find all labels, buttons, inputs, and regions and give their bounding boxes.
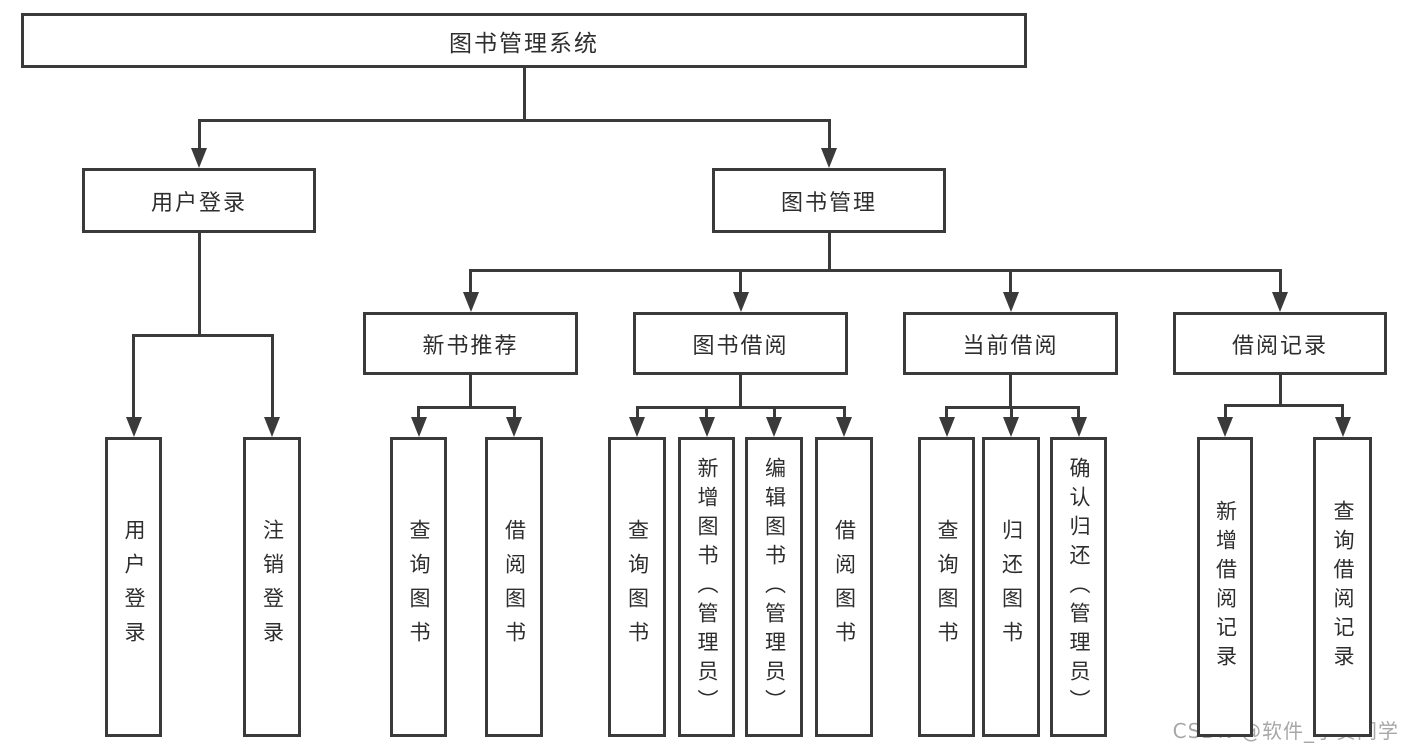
node-label: 借阅图书 [502, 519, 527, 655]
connector-drop [1278, 270, 1282, 298]
connector-branch [945, 405, 1080, 409]
connector-drop [270, 335, 274, 423]
arrowhead-icon [1003, 417, 1019, 437]
connector-branch [132, 333, 274, 337]
node-label: 新增借阅记录 [1213, 500, 1238, 674]
node-query-borrow-record: 查询借阅记录 [1313, 437, 1372, 737]
connector-drop [1341, 405, 1344, 423]
connector-stem [1278, 375, 1282, 407]
node-label: 确认归还（管理员） [1067, 456, 1091, 718]
node-user-login-group: 用户登录 [82, 168, 316, 233]
node-label: 查询图书 [625, 519, 650, 655]
node-label: 用户登录 [122, 519, 146, 655]
node-query-books-recommend: 查询图书 [390, 437, 447, 737]
arrowhead-icon [125, 417, 142, 437]
node-book-borrowing: 图书借阅 [633, 312, 848, 375]
node-label: 查询图书 [935, 519, 959, 655]
node-label: 注销登录 [260, 519, 285, 655]
node-add-book-admin: 新增图书（管理员） [678, 437, 735, 737]
arrowhead-icon [264, 417, 280, 437]
connector-drop [705, 407, 708, 423]
connector-branch [635, 405, 846, 409]
connector-drop [739, 270, 742, 298]
node-confirm-return-admin: 确认归还（管理员） [1050, 437, 1107, 737]
connector-drop [132, 335, 135, 423]
node-logout: 注销登录 [243, 437, 301, 737]
connector-drop [512, 407, 516, 423]
node-label: 查询图书 [407, 519, 431, 655]
node-label: 归还图书 [999, 519, 1024, 655]
connector-stem [469, 375, 472, 409]
arrowhead-icon [1070, 417, 1087, 437]
connector-stem [1009, 375, 1012, 409]
arrowhead-icon [1272, 292, 1288, 312]
connector-branch [469, 268, 1282, 272]
connector-drop [827, 120, 831, 154]
arrowhead-icon [1334, 417, 1351, 437]
connector-stem [739, 375, 742, 409]
node-query-books-current: 查询图书 [918, 437, 975, 737]
node-add-borrow-record: 新增借阅记录 [1197, 437, 1253, 737]
connector-branch [1223, 403, 1344, 407]
connector-drop [1009, 270, 1012, 298]
connector-drop [1009, 407, 1013, 423]
arrowhead-icon [1002, 292, 1019, 312]
arrowhead-icon [629, 417, 645, 437]
node-query-books-borrowing: 查询图书 [608, 437, 666, 737]
node-current-borrowing: 当前借阅 [903, 312, 1118, 375]
arrowhead-icon [191, 148, 207, 168]
node-label: 新增图书（管理员） [695, 456, 719, 718]
node-new-book-recommend: 新书推荐 [363, 312, 578, 375]
connector-stem [827, 233, 831, 272]
connector-drop [772, 407, 776, 423]
connector-branch [197, 118, 831, 122]
arrowhead-icon [410, 417, 427, 437]
arrowhead-icon [506, 417, 522, 437]
node-edit-book-admin: 编辑图书（管理员） [745, 437, 803, 737]
connector-stem [197, 233, 201, 337]
arrowhead-icon [766, 417, 782, 437]
arrowhead-icon [732, 292, 749, 312]
connector-drop [842, 407, 846, 423]
connector-drop [417, 407, 420, 423]
arrowhead-icon [836, 417, 852, 437]
arrowhead-icon [1217, 417, 1233, 437]
connector-drop [197, 120, 201, 154]
node-borrowing-records: 借阅记录 [1173, 312, 1387, 375]
connector-drop [945, 407, 948, 423]
connector-stem [522, 68, 526, 122]
node-library-system: 图书管理系统 [21, 13, 1027, 68]
connector-drop [469, 270, 472, 298]
connector-branch [417, 405, 516, 409]
connector-drop [1077, 407, 1080, 423]
node-label: 查询借阅记录 [1331, 500, 1355, 674]
arrowhead-icon [938, 417, 955, 437]
node-return-books: 归还图书 [982, 437, 1040, 737]
node-user-login: 用户登录 [105, 437, 162, 737]
connector-drop [635, 407, 639, 423]
arrowhead-icon [698, 417, 715, 437]
arrowhead-icon [462, 292, 479, 312]
node-label: 借阅图书 [832, 519, 857, 655]
connector-drop [1223, 405, 1227, 423]
node-book-management: 图书管理 [712, 168, 946, 233]
node-borrow-books-borrowing: 借阅图书 [815, 437, 873, 737]
arrowhead-icon [821, 148, 837, 168]
node-borrow-books-recommend: 借阅图书 [485, 437, 543, 737]
node-label: 编辑图书（管理员） [762, 456, 787, 718]
